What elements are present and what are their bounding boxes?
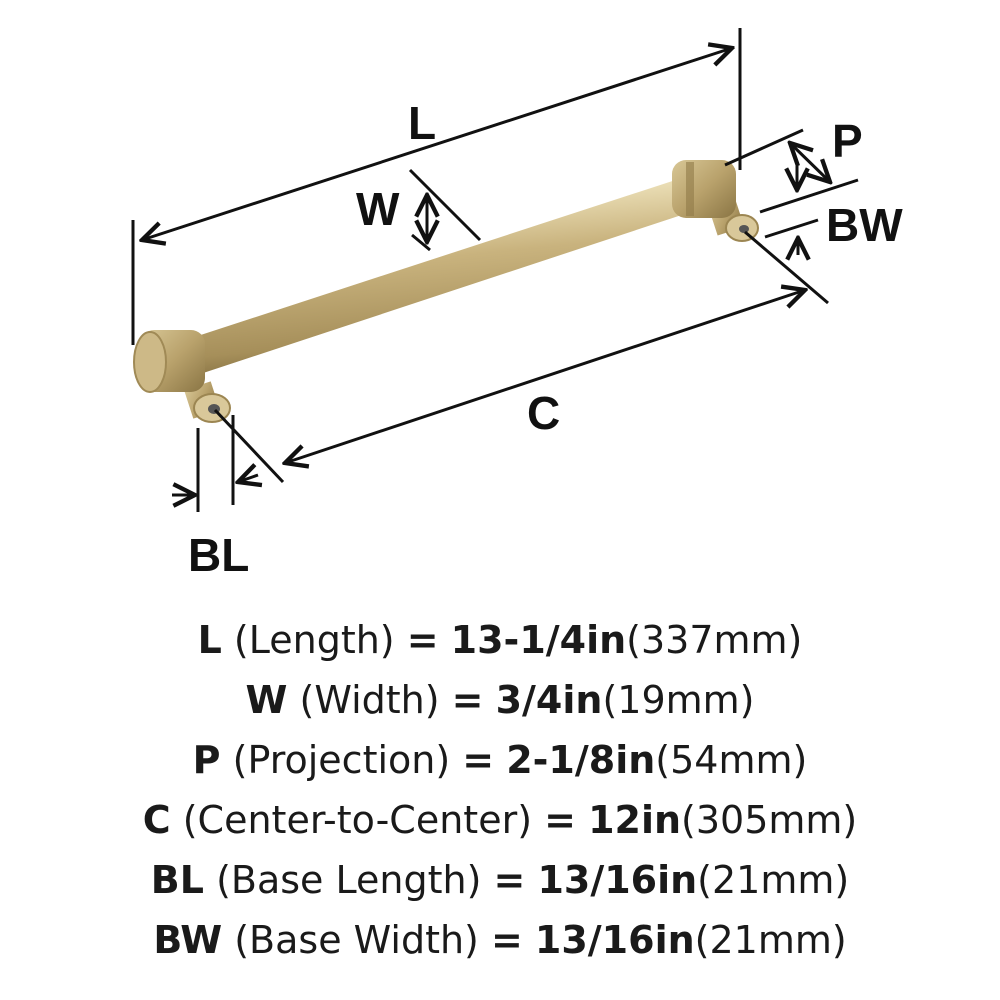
spec-symbol: BL	[150, 858, 204, 902]
spec-list: L (Length) = 13-1/4in(337mm) W (Width) =…	[0, 610, 1000, 970]
spec-equals: =	[451, 678, 484, 722]
spec-imperial: 12in	[588, 798, 682, 842]
spec-symbol: BW	[153, 918, 223, 962]
dimension-lines	[131, 28, 859, 512]
spec-name: (Length)	[233, 618, 395, 662]
spec-equals: =	[406, 618, 439, 662]
label-projection: P	[832, 115, 863, 167]
spec-symbol: P	[192, 738, 221, 782]
spec-name: (Projection)	[232, 738, 451, 782]
spec-equals: =	[544, 798, 576, 842]
label-base-length: BL	[188, 529, 250, 581]
spec-symbol: L	[197, 618, 222, 662]
spec-imperial: 2-1/8in	[506, 738, 656, 782]
spec-row-base-length: BL (Base Length) = 13/16in(21mm)	[0, 850, 1000, 910]
spec-name: (Base Length)	[216, 858, 482, 902]
spec-metric: (54mm)	[655, 738, 808, 782]
spec-imperial: 13/16in	[534, 918, 695, 962]
spec-equals: =	[490, 918, 523, 962]
spec-symbol: W	[245, 678, 288, 722]
spec-imperial: 3/4in	[495, 678, 603, 722]
label-base-width: BW	[826, 199, 903, 251]
spec-equals: =	[493, 858, 526, 902]
spec-row-length: L (Length) = 13-1/4in(337mm)	[0, 610, 1000, 670]
spec-row-center-to-center: C (Center-to-Center) = 12in(305mm)	[0, 790, 1000, 850]
spec-metric: (337mm)	[626, 618, 803, 662]
spec-row-projection: P (Projection) = 2-1/8in(54mm)	[0, 730, 1000, 790]
dimension-diagram: L W P BW C BL	[131, 28, 903, 581]
spec-name: (Center-to-Center)	[182, 798, 533, 842]
spec-row-base-width: BW (Base Width) = 13/16in(21mm)	[0, 910, 1000, 970]
spec-metric: (305mm)	[681, 798, 858, 842]
cabinet-pull-drawing	[131, 28, 859, 512]
spec-name: (Width)	[299, 678, 440, 722]
left-end-cap	[133, 330, 231, 423]
spec-symbol: C	[142, 798, 171, 842]
spec-metric: (21mm)	[697, 858, 850, 902]
label-center-to-center: C	[527, 387, 561, 439]
spec-metric: (19mm)	[602, 678, 755, 722]
label-length: L	[408, 97, 437, 149]
right-end-cap	[672, 160, 759, 242]
spec-equals: =	[462, 738, 495, 782]
spec-row-width: W (Width) = 3/4in(19mm)	[0, 670, 1000, 730]
spec-imperial: 13/16in	[537, 858, 698, 902]
spec-name: (Base Width)	[234, 918, 479, 962]
spec-imperial: 13-1/4in	[450, 618, 627, 662]
label-width: W	[356, 183, 400, 235]
spec-metric: (21mm)	[694, 918, 847, 962]
